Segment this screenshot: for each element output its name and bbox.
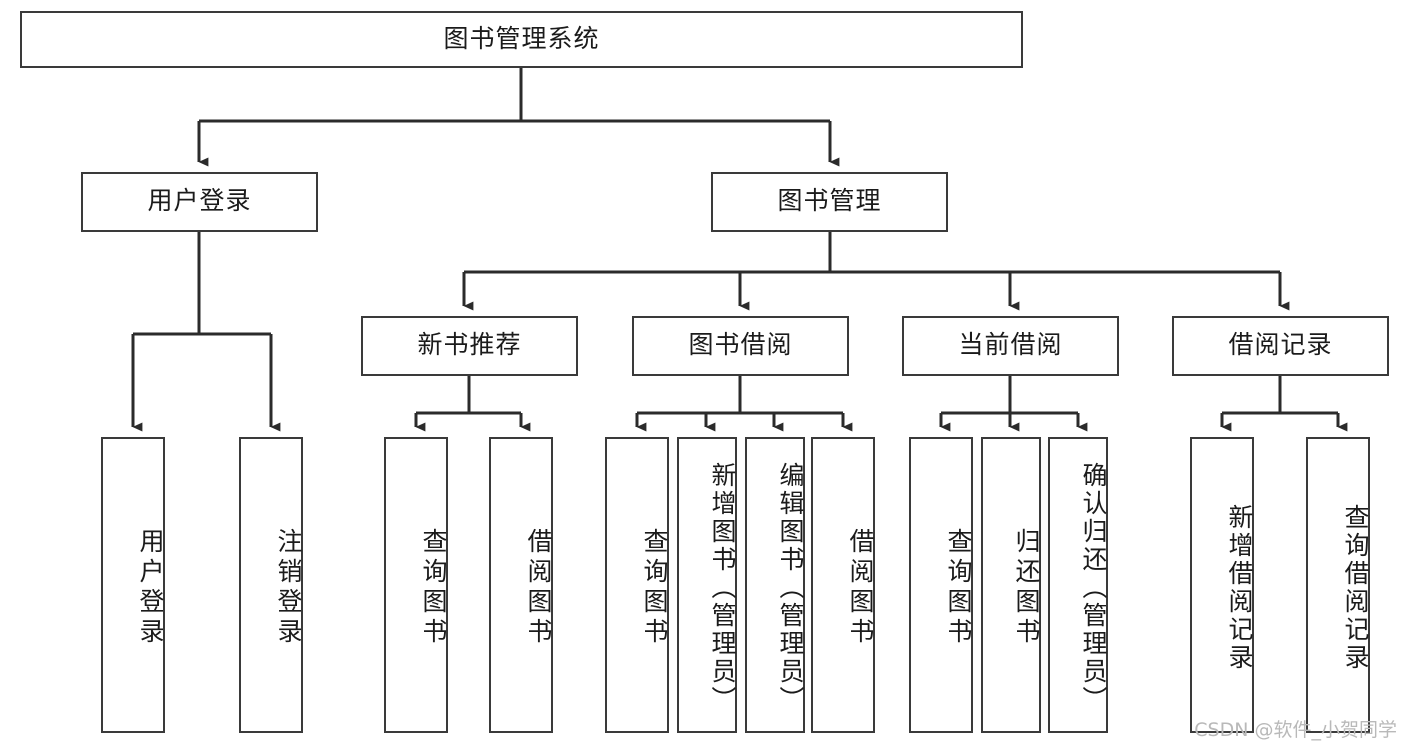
node-root-system[interactable]: 图书管理系统 bbox=[20, 11, 1023, 68]
leaf-query-borrow-record[interactable]: 查询借阅记录 bbox=[1306, 437, 1370, 733]
csdn-watermark: CSDN @软件_小贺同学 bbox=[1194, 719, 1397, 741]
leaf-query-book-current[interactable]: 查询图书 bbox=[909, 437, 973, 733]
node-book-management[interactable]: 图书管理 bbox=[711, 172, 948, 232]
node-user-login[interactable]: 用户登录 bbox=[81, 172, 318, 232]
leaf-borrow-book[interactable]: 借阅图书 bbox=[811, 437, 875, 733]
leaf-return-book[interactable]: 归还图书 bbox=[981, 437, 1041, 733]
node-borrow-record[interactable]: 借阅记录 bbox=[1172, 316, 1389, 376]
node-book-borrow[interactable]: 图书借阅 bbox=[632, 316, 849, 376]
leaf-borrow-book-recommend[interactable]: 借阅图书 bbox=[489, 437, 553, 733]
leaf-query-book-borrow[interactable]: 查询图书 bbox=[605, 437, 669, 733]
node-new-book-recommend[interactable]: 新书推荐 bbox=[361, 316, 578, 376]
leaf-confirm-return-admin[interactable]: 确认归还（管理员） bbox=[1048, 437, 1108, 733]
leaf-edit-book-admin[interactable]: 编辑图书（管理员） bbox=[745, 437, 805, 733]
node-current-borrow[interactable]: 当前借阅 bbox=[902, 316, 1119, 376]
leaf-query-book-recommend[interactable]: 查询图书 bbox=[384, 437, 448, 733]
leaf-user-login[interactable]: 用户登录 bbox=[101, 437, 165, 733]
leaf-add-book-admin[interactable]: 新增图书（管理员） bbox=[677, 437, 737, 733]
leaf-user-logout[interactable]: 注销登录 bbox=[239, 437, 303, 733]
leaf-add-borrow-record[interactable]: 新增借阅记录 bbox=[1190, 437, 1254, 733]
